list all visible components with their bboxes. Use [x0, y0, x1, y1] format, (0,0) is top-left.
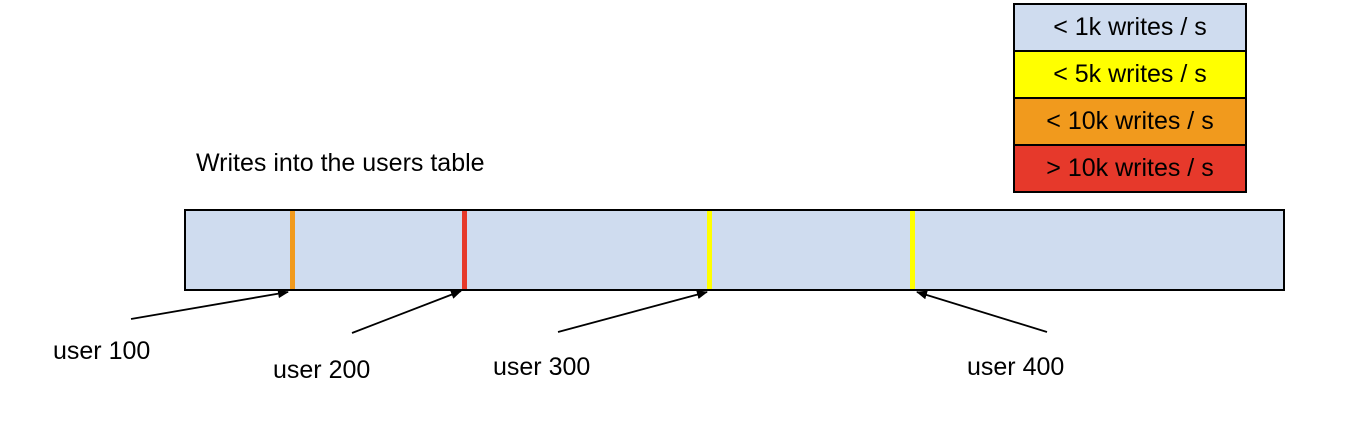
arrow-user-300: [557, 290, 708, 333]
label-user-400: user 400: [967, 353, 1065, 381]
hotspot-stripe-user-400: [910, 211, 915, 289]
diagram-title: Writes into the users table: [196, 149, 485, 177]
label-user-100: user 100: [53, 337, 151, 365]
legend: < 1k writes / s < 5k writes / s < 10k wr…: [1013, 3, 1247, 193]
hotspot-stripe-user-300: [707, 211, 712, 289]
legend-item-label: < 5k writes / s: [1053, 60, 1207, 88]
hotspot-stripe-user-200: [462, 211, 467, 289]
legend-item-label: > 10k writes / s: [1046, 154, 1214, 182]
hotspot-stripe-user-100: [290, 211, 295, 289]
users-table-bar: [184, 209, 1285, 291]
label-user-200: user 200: [273, 356, 371, 384]
legend-item-lt-5k: < 5k writes / s: [1013, 50, 1247, 99]
legend-item-gt-10k: > 10k writes / s: [1013, 144, 1247, 193]
legend-item-label: < 10k writes / s: [1046, 107, 1214, 135]
arrow-user-400: [916, 290, 1048, 333]
legend-item-lt-1k: < 1k writes / s: [1013, 3, 1247, 52]
arrow-user-200: [351, 290, 462, 334]
arrow-user-100: [130, 289, 289, 320]
legend-item-lt-10k: < 10k writes / s: [1013, 97, 1247, 146]
legend-item-label: < 1k writes / s: [1053, 13, 1207, 41]
label-user-300: user 300: [493, 353, 591, 381]
